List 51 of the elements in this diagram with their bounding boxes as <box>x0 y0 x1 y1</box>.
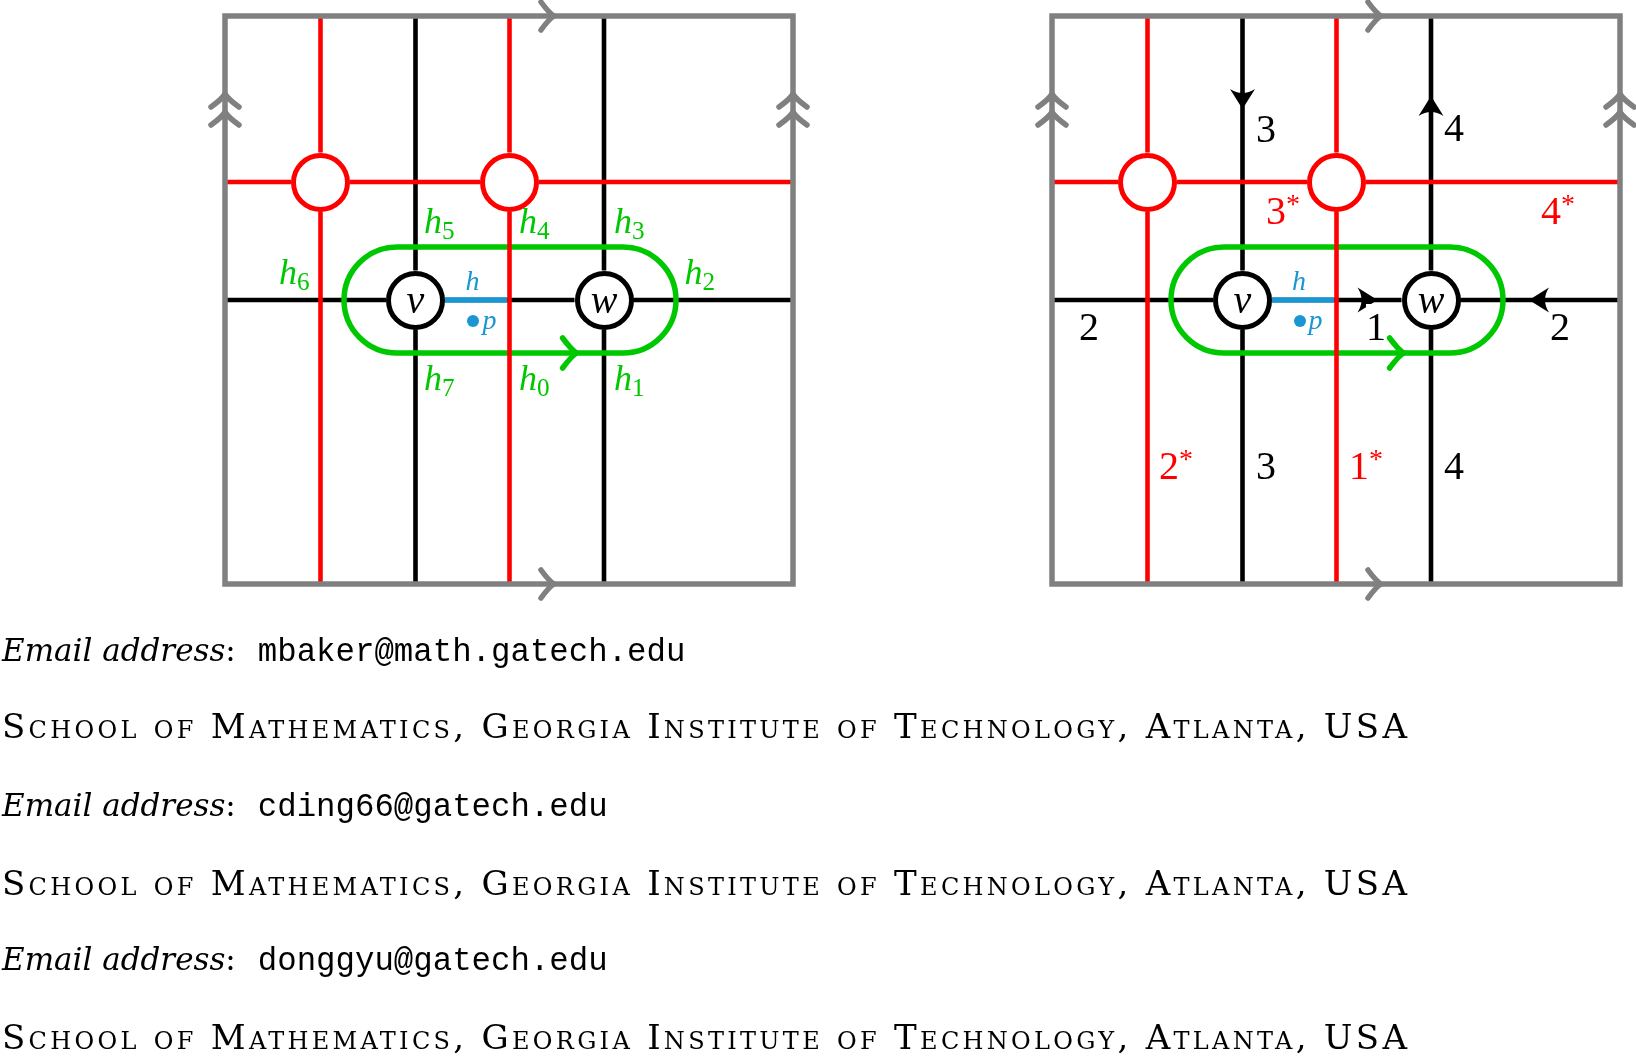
half-edge-label: h$_{6}$ <box>279 254 310 293</box>
half-edge-label: h$_{0}$ <box>519 360 550 399</box>
edge-line <box>601 329 607 584</box>
field-label: Email address: <box>2 633 236 668</box>
half-edge-label: h <box>1292 267 1306 296</box>
vertex-label: v <box>406 280 425 320</box>
field-label: Email address: <box>2 942 236 977</box>
dual-edge-line <box>1334 16 1339 153</box>
half-edge-label: h$_{3}$ <box>614 203 645 242</box>
dual-edge-line <box>1052 179 1118 185</box>
edge-line <box>225 297 386 303</box>
vertex-label: w <box>1417 280 1445 320</box>
dual-edge-line <box>1145 211 1150 584</box>
dual-edge-line <box>318 16 323 153</box>
dual-edge-line <box>507 211 512 584</box>
directed-edge-line <box>1230 16 1255 271</box>
half-edge-label: h <box>465 267 480 296</box>
vertex-label: v <box>1233 280 1252 320</box>
edge-line <box>1240 329 1245 584</box>
dual-edge-line <box>1334 211 1339 584</box>
half-edge-label: h$_{5}$ <box>424 203 455 242</box>
edge-line <box>1428 329 1434 584</box>
dual-edge-line <box>507 16 512 153</box>
dual-edge-line <box>225 179 291 185</box>
half-edge-label: h$_{1}$ <box>614 360 645 399</box>
half-edge-label: h$_{7}$ <box>424 360 455 399</box>
edge-line <box>601 16 607 271</box>
point-label: p <box>1308 304 1323 337</box>
point-label: p <box>482 304 497 337</box>
directed-edge-line <box>1460 287 1620 313</box>
email-address: mbaker@math.gatech.edu <box>257 635 686 671</box>
dual-edge-line <box>350 179 480 185</box>
affiliation-text: School of Mathematics, Georgia Institute of Technology, Atlanta, USA <box>2 1019 1411 1057</box>
dual-edge-line <box>1145 16 1150 153</box>
email-address: donggyu@gatech.edu <box>257 944 608 980</box>
edge-line <box>413 16 418 271</box>
edge-line <box>633 297 793 303</box>
edge-line <box>1052 297 1213 303</box>
half-edge-label: h$_{2}$ <box>684 254 716 293</box>
email-address: cding66@gatech.edu <box>257 790 608 826</box>
affiliation-text: School of Mathematics, Georgia Institute of Technology, Atlanta, USA <box>2 865 1411 903</box>
dual-edge-line <box>1366 179 1620 185</box>
vertex-label: w <box>590 280 618 320</box>
directed-edge-line <box>1418 16 1444 271</box>
half-edge-label: h$_{4}$ <box>519 203 550 242</box>
edge-line <box>413 329 418 584</box>
dual-edge-line <box>539 179 793 185</box>
affiliation-text: School of Mathematics, Georgia Institute of Technology, Atlanta, USA <box>2 708 1411 746</box>
dual-edge-line <box>318 211 323 584</box>
dual-edge-line <box>1177 179 1307 185</box>
field-label: Email address: <box>2 788 236 823</box>
